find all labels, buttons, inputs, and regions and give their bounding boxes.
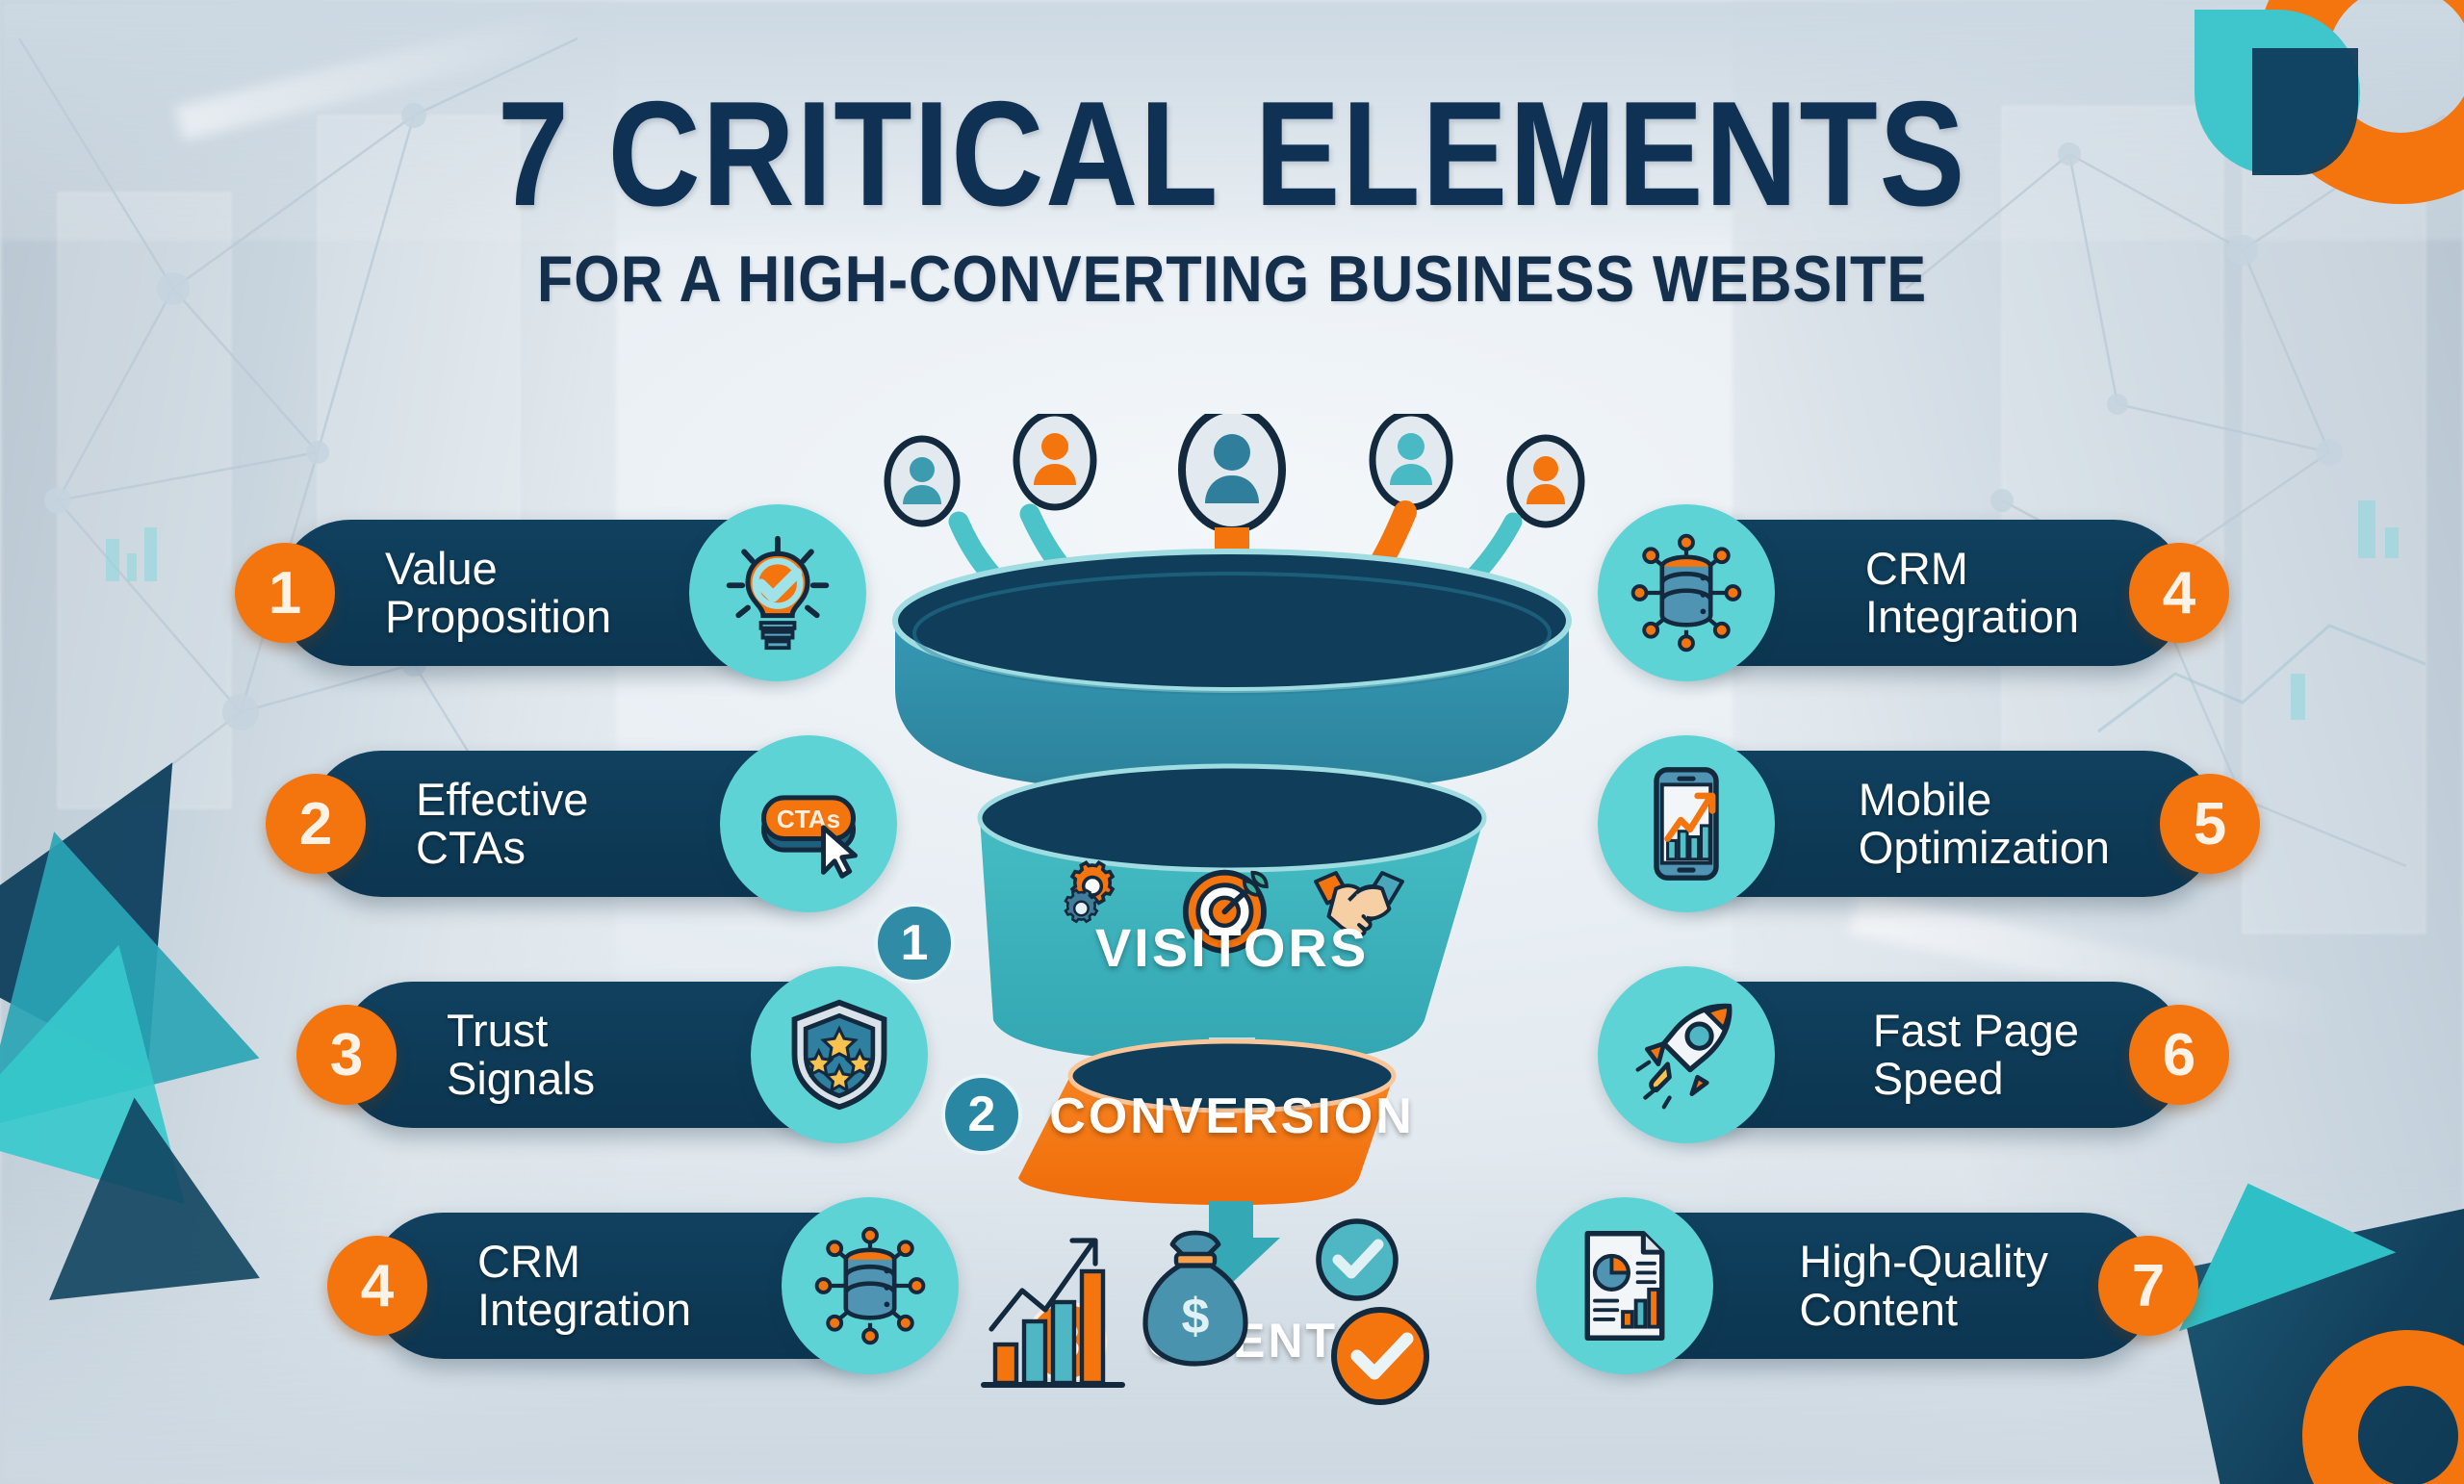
funnel-label-conversion: CONVERSION (1049, 1088, 1415, 1144)
check-circle-teal-icon (1316, 1218, 1399, 1301)
badge-number: 1 (235, 543, 335, 643)
cta-icon-text: CTAs (777, 805, 840, 833)
database-network-icon (782, 1197, 959, 1374)
target-icon (1182, 869, 1269, 954)
page-subtitle: FOR A HIGH-CONVERTING BUSINESS WEBSITE (536, 243, 1928, 316)
element-card-fast-page-speed[interactable]: Fast Page Speed 6 (1598, 966, 2229, 1143)
growth-chart-icon (981, 1238, 1125, 1388)
handshake-icon (1314, 871, 1404, 937)
badge-number: 5 (2160, 774, 2260, 874)
money-bag-icon: $ (1142, 1230, 1248, 1367)
badge-number: 4 (327, 1236, 427, 1336)
triangle-left-navy2-icon (29, 1087, 260, 1300)
money-symbol: $ (1182, 1289, 1210, 1344)
element-card-value-proposition[interactable]: 1 Value Proposition (235, 504, 866, 681)
element-card-trust-signals[interactable]: 3 Trust Signals (296, 966, 928, 1143)
funnel-badge-1: 1 (874, 903, 955, 984)
gears-icon (1064, 859, 1116, 924)
lightbulb-check-icon (689, 504, 866, 681)
conversion-funnel: VISITORS 1 CONVERSION 2 CLIENTS 3 (866, 405, 1598, 1429)
petal-navy-overlap-icon (2252, 48, 2358, 175)
funnel-badge-2: 2 (941, 1074, 1022, 1155)
element-label: Mobile Optimization (1858, 773, 2110, 873)
badge-number: 2 (266, 774, 366, 874)
element-label: Trust Signals (447, 1004, 596, 1104)
shield-stars-icon (751, 966, 928, 1143)
element-label: Value Proposition (385, 542, 612, 642)
element-card-crm-integration-right[interactable]: CRM Integration 4 (1598, 504, 2229, 681)
funnel-stage-clients (1018, 1038, 1397, 1205)
badge-number: 4 (2129, 543, 2229, 643)
element-label: CRM Integration (477, 1235, 692, 1335)
page-title: 7 CRITICAL ELEMENTS (497, 70, 1967, 237)
header: 7 CRITICAL ELEMENTS FOR A HIGH-CONVERTIN… (0, 79, 2464, 317)
visitor-avatars (884, 405, 1585, 534)
glass-pane (58, 192, 231, 808)
element-card-effective-ctas[interactable]: 2 Effective CTAs CTAs (266, 735, 897, 912)
document-chart-icon (1536, 1197, 1713, 1374)
rocket-icon (1598, 966, 1775, 1143)
badge-number: 7 (2098, 1236, 2198, 1336)
conversion-icons (1064, 859, 1404, 954)
mobile-chart-icon (1598, 735, 1775, 912)
badge-number: 3 (296, 1005, 397, 1105)
funnel-label-visitors: VISITORS (1094, 917, 1370, 978)
element-label: Fast Page Speed (1872, 1004, 2079, 1104)
element-label: CRM Integration (1864, 542, 2079, 642)
element-card-mobile-optimization[interactable]: Mobile Optimization 5 (1598, 735, 2260, 912)
element-card-high-quality-content[interactable]: High-Quality Content 7 (1536, 1197, 2198, 1374)
funnel-stage-visitors (892, 549, 1572, 794)
element-card-crm-integration-left[interactable]: 4 CRM Integration (327, 1197, 959, 1374)
badge-number: 6 (2129, 1005, 2229, 1105)
check-circle-orange-icon (1331, 1307, 1429, 1405)
funnel-graphic (884, 405, 1585, 1284)
element-label: Effective CTAs (416, 773, 589, 873)
element-label: High-Quality Content (1799, 1235, 2048, 1335)
cta-button-cursor-icon: CTAs (720, 735, 897, 912)
database-network-icon (1598, 504, 1775, 681)
result-icons: $ (972, 1217, 1492, 1415)
